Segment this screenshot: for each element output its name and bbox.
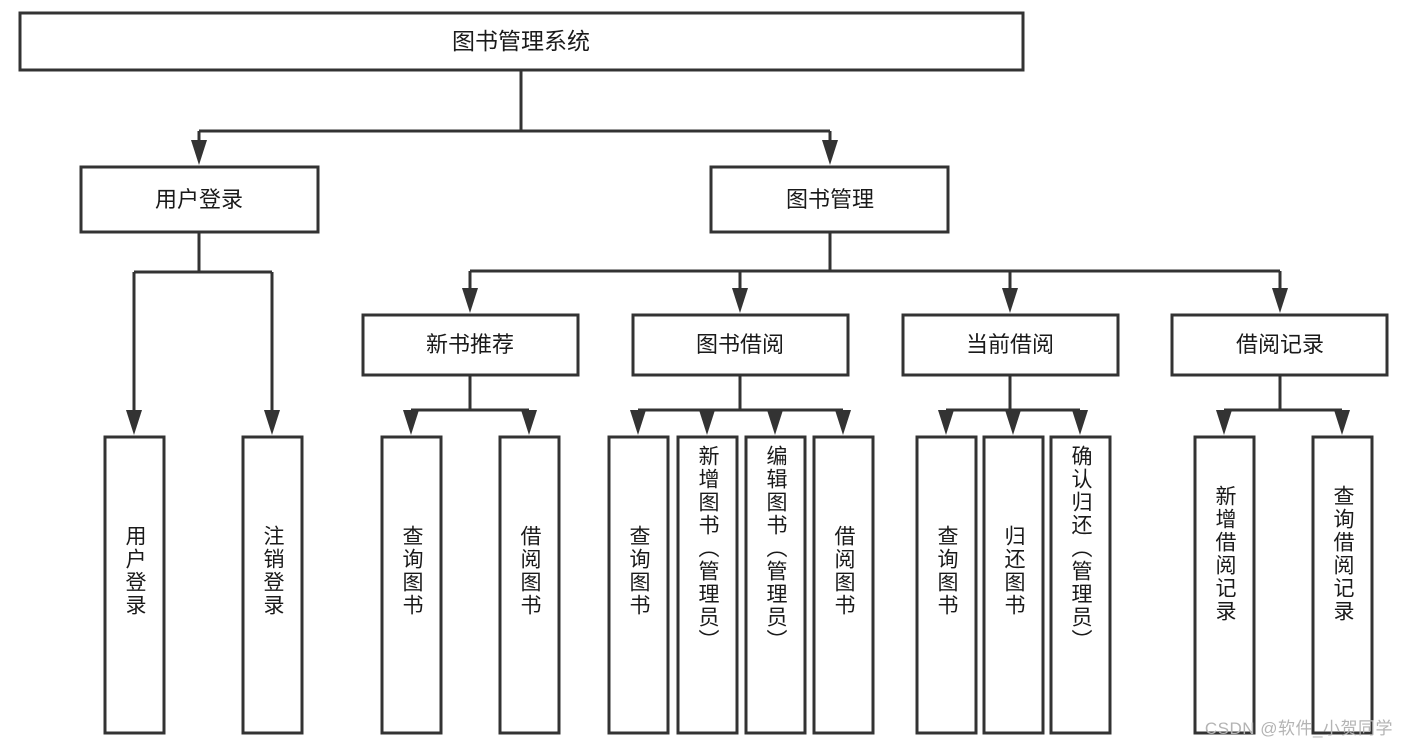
- leaf-add-book-box[interactable]: [676, 435, 739, 735]
- node-book-borrow[interactable]: 图书借阅: [631, 313, 850, 377]
- node-book-management-label: 图书管理: [786, 187, 874, 212]
- leaf-user-login-box[interactable]: [103, 435, 166, 735]
- node-new-book-recommend[interactable]: 新书推荐: [361, 313, 580, 377]
- leaf-query-book-1-box[interactable]: [380, 435, 443, 735]
- leaf-rect-group: [103, 435, 1374, 735]
- arrow-leaf-query-book-2: [630, 410, 646, 435]
- arrow-leaf-query-book-3: [938, 410, 954, 435]
- node-root[interactable]: 图书管理系统: [18, 11, 1025, 72]
- node-book-borrow-box[interactable]: [631, 313, 850, 377]
- arrow-leaf-query-borrow-record: [1334, 410, 1350, 435]
- leaf-add-borrow-record-box[interactable]: [1193, 435, 1256, 735]
- node-book-management[interactable]: 图书管理: [709, 165, 950, 234]
- arrow-book-management: [822, 140, 838, 165]
- arrow-leaf-confirm-return: [1072, 410, 1088, 435]
- leaf-query-book-2-box[interactable]: [607, 435, 670, 735]
- edge-group: [126, 70, 1350, 435]
- arrow-book-borrow: [732, 288, 748, 313]
- leaf-borrow-book-1-box[interactable]: [498, 435, 561, 735]
- leaf-return-book-box[interactable]: [982, 435, 1045, 735]
- node-borrow-record-box[interactable]: [1170, 313, 1389, 377]
- node-new-book-recommend-box[interactable]: [361, 313, 580, 377]
- arrow-leaf-user-login: [126, 410, 142, 435]
- leaf-edit-book-box[interactable]: [744, 435, 807, 735]
- leaf-borrow-book-2-box[interactable]: [812, 435, 875, 735]
- node-book-management-box[interactable]: [709, 165, 950, 234]
- arrow-user-login: [191, 140, 207, 165]
- arrow-leaf-add-book: [699, 410, 715, 435]
- node-current-borrow-label: 当前借阅: [966, 332, 1054, 357]
- node-borrow-record-label: 借阅记录: [1236, 332, 1324, 357]
- node-user-login[interactable]: 用户登录: [79, 165, 320, 234]
- node-current-borrow-box[interactable]: [901, 313, 1120, 377]
- watermark: CSDN @软件_小贺同学: [1204, 719, 1393, 738]
- node-book-borrow-label: 图书借阅: [696, 332, 784, 357]
- node-root-label: 图书管理系统: [452, 28, 590, 54]
- arrow-leaf-borrow-book-1: [521, 410, 537, 435]
- node-root-box[interactable]: [18, 11, 1025, 72]
- leaf-confirm-return-box[interactable]: [1049, 435, 1112, 735]
- arrow-borrow-record: [1272, 288, 1288, 313]
- node-user-login-box[interactable]: [79, 165, 320, 234]
- arrow-leaf-borrow-book-2: [835, 410, 851, 435]
- leaf-query-book-3-box[interactable]: [915, 435, 978, 735]
- leaf-query-borrow-record-box[interactable]: [1311, 435, 1374, 735]
- node-new-book-recommend-label: 新书推荐: [426, 332, 514, 357]
- leaf-logout-login-box[interactable]: [241, 435, 304, 735]
- arrow-current-borrow: [1002, 288, 1018, 313]
- arrow-new-book-recommend: [462, 288, 478, 313]
- arrow-leaf-add-borrow-record: [1216, 410, 1232, 435]
- node-user-login-label: 用户登录: [155, 187, 243, 212]
- node-borrow-record[interactable]: 借阅记录: [1170, 313, 1389, 377]
- node-current-borrow[interactable]: 当前借阅: [901, 313, 1120, 377]
- arrow-leaf-return-book: [1005, 410, 1021, 435]
- arrow-leaf-edit-book: [767, 410, 783, 435]
- arrow-leaf-logout-login: [264, 410, 280, 435]
- arrow-leaf-query-book-1: [403, 410, 419, 435]
